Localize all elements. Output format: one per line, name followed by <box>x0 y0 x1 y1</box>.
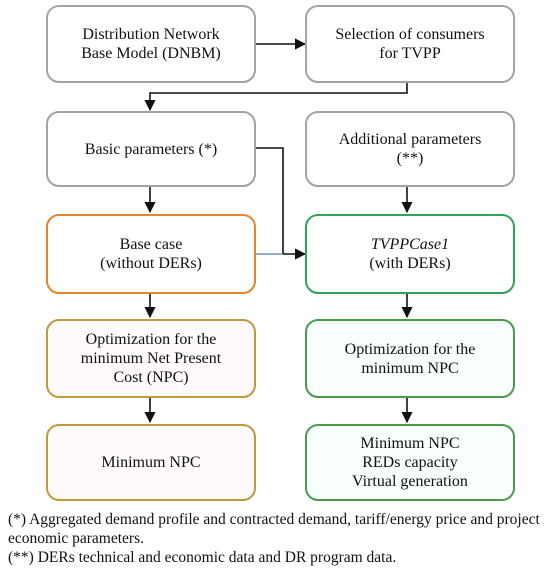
box-optimization-npc-right: Optimization for the minimum NPC <box>305 319 515 398</box>
box-selection-of-consumers: Selection of consumers for TVPP <box>305 5 515 83</box>
box-basic-parameters: Basic parameters (*) <box>46 111 256 187</box>
box-minimum-npc-right: Minimum NPC REDs capacity Virtual genera… <box>305 424 515 501</box>
box-base-case: Base case (without DERs) <box>46 214 256 294</box>
footnotes: (*) Aggregated demand profile and contra… <box>8 510 548 567</box>
arrow-basic-to-tvpp <box>255 147 307 260</box>
footnote-additional-parameters: (**) DERs technical and economic data an… <box>8 549 397 566</box>
box-additional-parameters: Additional parameters (**) <box>305 111 515 187</box>
box-minimum-npc-left: Minimum NPC <box>46 424 256 501</box>
box-optimization-npc-left: Optimization for the minimum Net Present… <box>46 319 256 398</box>
arrow-selection-to-basic <box>144 82 408 112</box>
box-tvpp-case: TVPPCase1 (with DERs) <box>305 214 515 294</box>
footnote-basic-parameters: (*) Aggregated demand profile and contra… <box>8 511 540 547</box>
box-dnbm: Distribution Network Base Model (DNBM) <box>46 5 256 83</box>
